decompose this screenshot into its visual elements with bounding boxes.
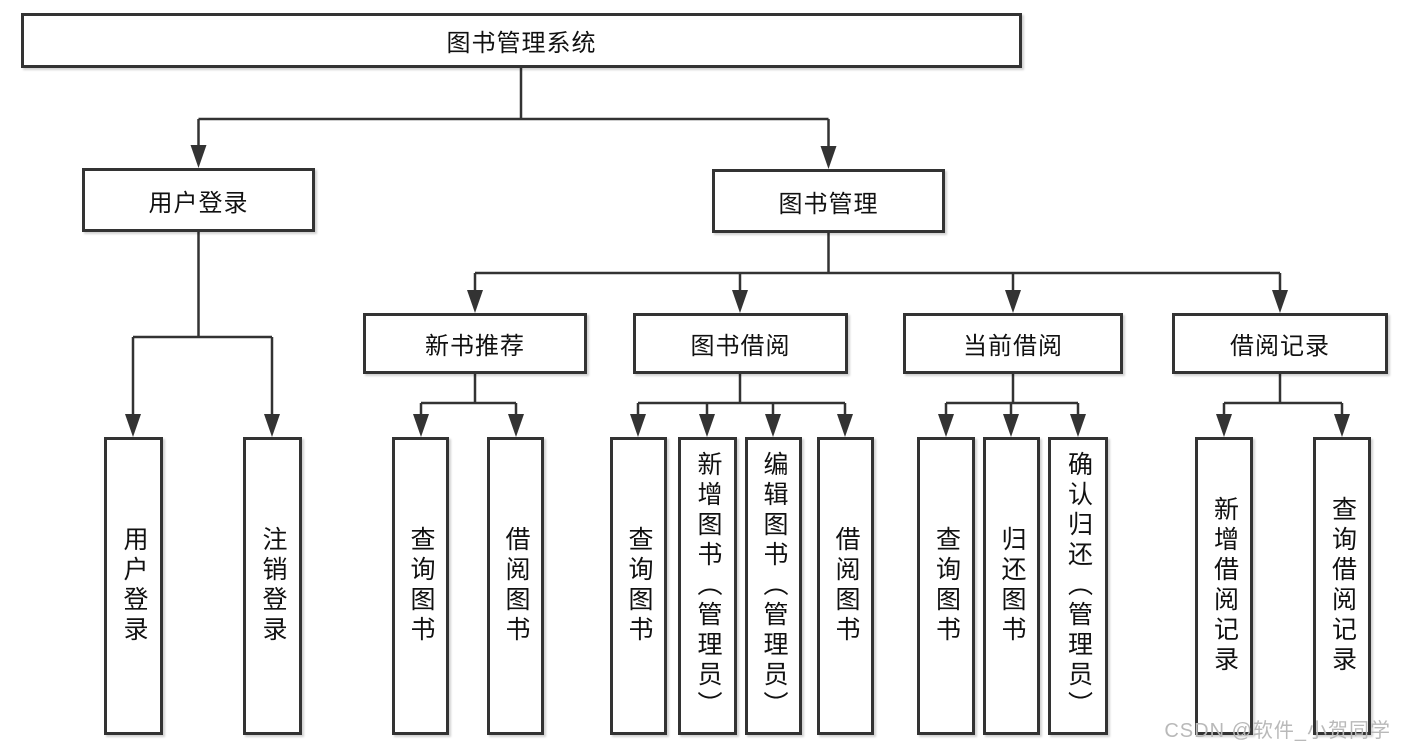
arrowhead [1003, 414, 1019, 437]
leaf-return-books: 归还图书 [983, 437, 1040, 735]
connector-new-book-to-leaves [413, 374, 524, 437]
node-current-borrow: 当前借阅 [903, 313, 1123, 374]
arrowhead [732, 290, 748, 313]
connector-current-borrow-to-leaves [938, 374, 1086, 437]
node-borrow-records: 借阅记录 [1172, 313, 1388, 374]
node-new-book-rec: 新书推荐 [363, 313, 587, 374]
node-root: 图书管理系统 [21, 13, 1022, 68]
leaf-query-books-2: 查询图书 [610, 437, 667, 735]
connector-borrow-record-to-leaves [1216, 374, 1350, 437]
arrowhead [1070, 414, 1086, 437]
leaf-add-book-admin: 新增图书（管理员） [678, 437, 737, 735]
arrowhead [699, 414, 715, 437]
node-user-login: 用户登录 [82, 168, 315, 232]
leaf-user-login: 用户登录 [104, 437, 163, 735]
arrowhead [264, 414, 280, 437]
arrowhead [1334, 414, 1350, 437]
leaf-logout-login: 注销登录 [243, 437, 302, 735]
arrowhead [938, 414, 954, 437]
arrowhead [413, 414, 429, 437]
leaf-add-borrow-record: 新增借阅记录 [1195, 437, 1253, 735]
arrowhead [125, 414, 141, 437]
arrowhead [467, 290, 483, 313]
arrowhead [820, 146, 837, 169]
node-book-mgmt: 图书管理 [712, 169, 945, 233]
leaf-borrow-books-1: 借阅图书 [487, 437, 544, 735]
watermark: CSDN @软件_小贺同学 [1164, 720, 1391, 742]
leaf-query-books-3: 查询图书 [917, 437, 975, 735]
node-book-borrow: 图书借阅 [633, 313, 848, 374]
leaf-borrow-books-2: 借阅图书 [817, 437, 874, 735]
leaf-query-borrow-record: 查询借阅记录 [1313, 437, 1371, 735]
connector-book-borrow-to-leaves [630, 374, 853, 437]
arrowhead [1005, 290, 1021, 313]
connector-root-to-level2 [190, 68, 837, 169]
arrowhead [1216, 414, 1232, 437]
arrowhead [508, 414, 524, 437]
arrowhead [1272, 290, 1288, 313]
leaf-edit-book-admin: 编辑图书（管理员） [745, 437, 802, 735]
arrowhead [190, 145, 207, 168]
arrowhead [837, 414, 853, 437]
connector-user-login-to-leaves [125, 232, 280, 437]
connector-book-mgmt-to-level3 [467, 233, 1288, 313]
arrowhead [765, 414, 781, 437]
leaf-confirm-return-admin: 确认归还（管理员） [1048, 437, 1108, 735]
leaf-query-books-1: 查询图书 [392, 437, 449, 735]
arrowhead [630, 414, 646, 437]
